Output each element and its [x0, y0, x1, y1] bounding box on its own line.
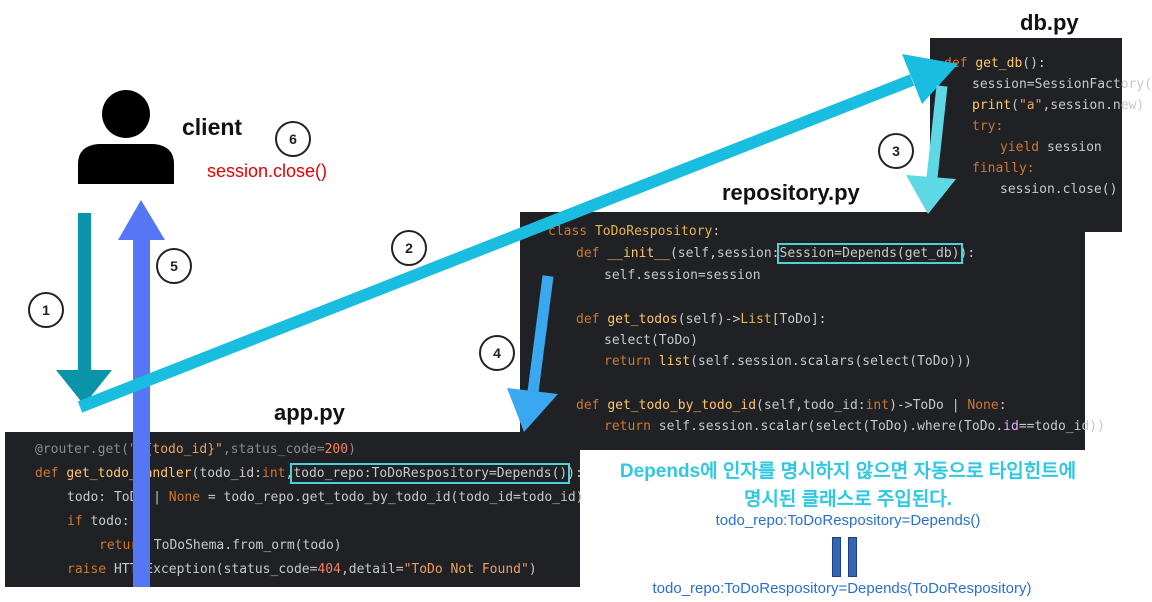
step-2-badge: 2 — [391, 230, 427, 266]
code-token: ,session.new) — [1042, 98, 1145, 113]
code-token: (self,session: — [669, 246, 780, 261]
code-token: return — [604, 419, 659, 434]
user-icon — [78, 90, 174, 184]
code-token: def — [576, 246, 608, 261]
db-file-title: db.py — [1020, 10, 1079, 35]
code-token: ToDoShema.from_orm(todo) — [153, 538, 342, 553]
code-token: None — [168, 490, 201, 505]
code-token: ): — [567, 466, 583, 481]
code-token: return — [604, 354, 659, 369]
code-token: None — [967, 398, 999, 413]
code-token: ) — [528, 562, 537, 577]
session-close-label: session.close() — [207, 161, 328, 181]
code-token: /{todo_id}" — [136, 442, 223, 457]
code-token: ,detail= — [340, 562, 404, 577]
code-token: def — [576, 398, 608, 413]
code-token: (todo_id: — [191, 466, 262, 481]
code-token: (self.session.scalars(select(ToDo))) — [690, 354, 972, 369]
step-1-badge: 1 — [28, 292, 64, 328]
code-token: ==todo_id)) — [1018, 419, 1105, 434]
code-token: : — [712, 224, 721, 239]
code-token: ,status_code= — [222, 442, 325, 457]
code-token: 404 — [317, 562, 341, 577]
arrow-5 — [118, 200, 165, 587]
code-token: todo: — [82, 514, 130, 529]
depends-note-line2: 명시된 클래스로 주입된다. — [743, 489, 953, 510]
code-token: int — [865, 398, 890, 413]
code-token: id — [1003, 419, 1019, 434]
step-3-badge: 3 — [878, 133, 914, 169]
step-5-badge: 5 — [156, 248, 192, 284]
code-line: try: — [972, 119, 1004, 134]
code-token: ToDoRespository — [594, 224, 713, 239]
equals-sign: || — [832, 537, 858, 577]
code-token: get_todo_handler — [66, 466, 192, 481]
code-token: raise — [67, 562, 114, 577]
arrow-1 — [56, 213, 112, 405]
code-token: List — [740, 312, 772, 327]
code-token: , — [285, 466, 294, 481]
code-token: = todo_repo.get_todo_by_todo_id(todo_id=… — [200, 490, 584, 505]
arrow-3 — [906, 85, 956, 214]
highlight-box-repo-depends: todo_repo:ToDoRespository=Depends() — [290, 463, 571, 484]
code-token: yield — [1000, 140, 1040, 155]
code-line: session=SessionFactory() — [972, 77, 1152, 92]
app-file-title: app.py — [274, 400, 345, 425]
arrow-4 — [507, 275, 558, 432]
db-code-panel: def get_db(): session=SessionFactory() p… — [930, 38, 1152, 232]
repository-file-title: repository.py — [722, 180, 860, 205]
code-token: def — [35, 466, 67, 481]
code-line: self.session=session — [604, 268, 761, 283]
code-token: [ToDo]: — [771, 312, 827, 327]
code-token: class — [548, 224, 595, 239]
step-6-badge: 6 — [275, 121, 311, 157]
code-token: ) — [348, 442, 356, 457]
code-token: get_todos — [607, 312, 678, 327]
code-token: def — [576, 312, 608, 327]
code-token: (): — [1022, 56, 1046, 71]
code-token: "ToDo Not Found" — [403, 562, 529, 577]
code-token: get_todo_by_todo_id — [607, 398, 757, 413]
code-line: session.close() — [1000, 182, 1118, 197]
arrow-2 — [77, 54, 958, 413]
code-token: "a" — [1018, 98, 1043, 113]
code-token: print — [972, 98, 1012, 113]
code-token: __init__ — [607, 246, 670, 261]
code-token: get_db — [975, 56, 1023, 71]
app-code-panel: @router.get("/{todo_id}",status_code=200… — [5, 432, 584, 587]
code-token: int — [262, 466, 286, 481]
code-token: list — [658, 354, 691, 369]
code-token: session — [1039, 140, 1102, 155]
code-token: (self)-> — [677, 312, 741, 327]
client-label: client — [182, 114, 243, 140]
code-token: ): — [959, 246, 976, 261]
code-token: (self,todo_id: — [756, 398, 866, 413]
depends-note-line1: Depends에 인자를 명시하지 않으면 자동으로 타입힌트에 — [619, 461, 1077, 482]
code-token: ( — [1011, 98, 1019, 113]
code-token: if — [67, 514, 83, 529]
highlight-box-session-depends: Session=Depends(get_db) — [776, 243, 963, 264]
step-4-badge: 4 — [479, 335, 515, 371]
code-token: : — [998, 398, 1007, 413]
code-token: )->ToDo | — [889, 398, 968, 413]
repository-code-panel: class ToDoRespository: def __init__(self… — [520, 212, 1105, 450]
code-token: HTTPException(status_code= — [113, 562, 318, 577]
code-line: finally: — [972, 161, 1035, 176]
code-token: self.session.scalar(select(ToDo).where(T… — [658, 419, 1004, 434]
depends-example-explicit: todo_repo:ToDoRespository=Depends(ToDoRe… — [652, 580, 1032, 597]
code-line: select(ToDo) — [604, 333, 698, 348]
code-token: @router.get(" — [35, 442, 137, 457]
code-token: 200 — [324, 442, 349, 457]
depends-example-short: todo_repo:ToDoRespository=Depends() — [715, 512, 981, 529]
